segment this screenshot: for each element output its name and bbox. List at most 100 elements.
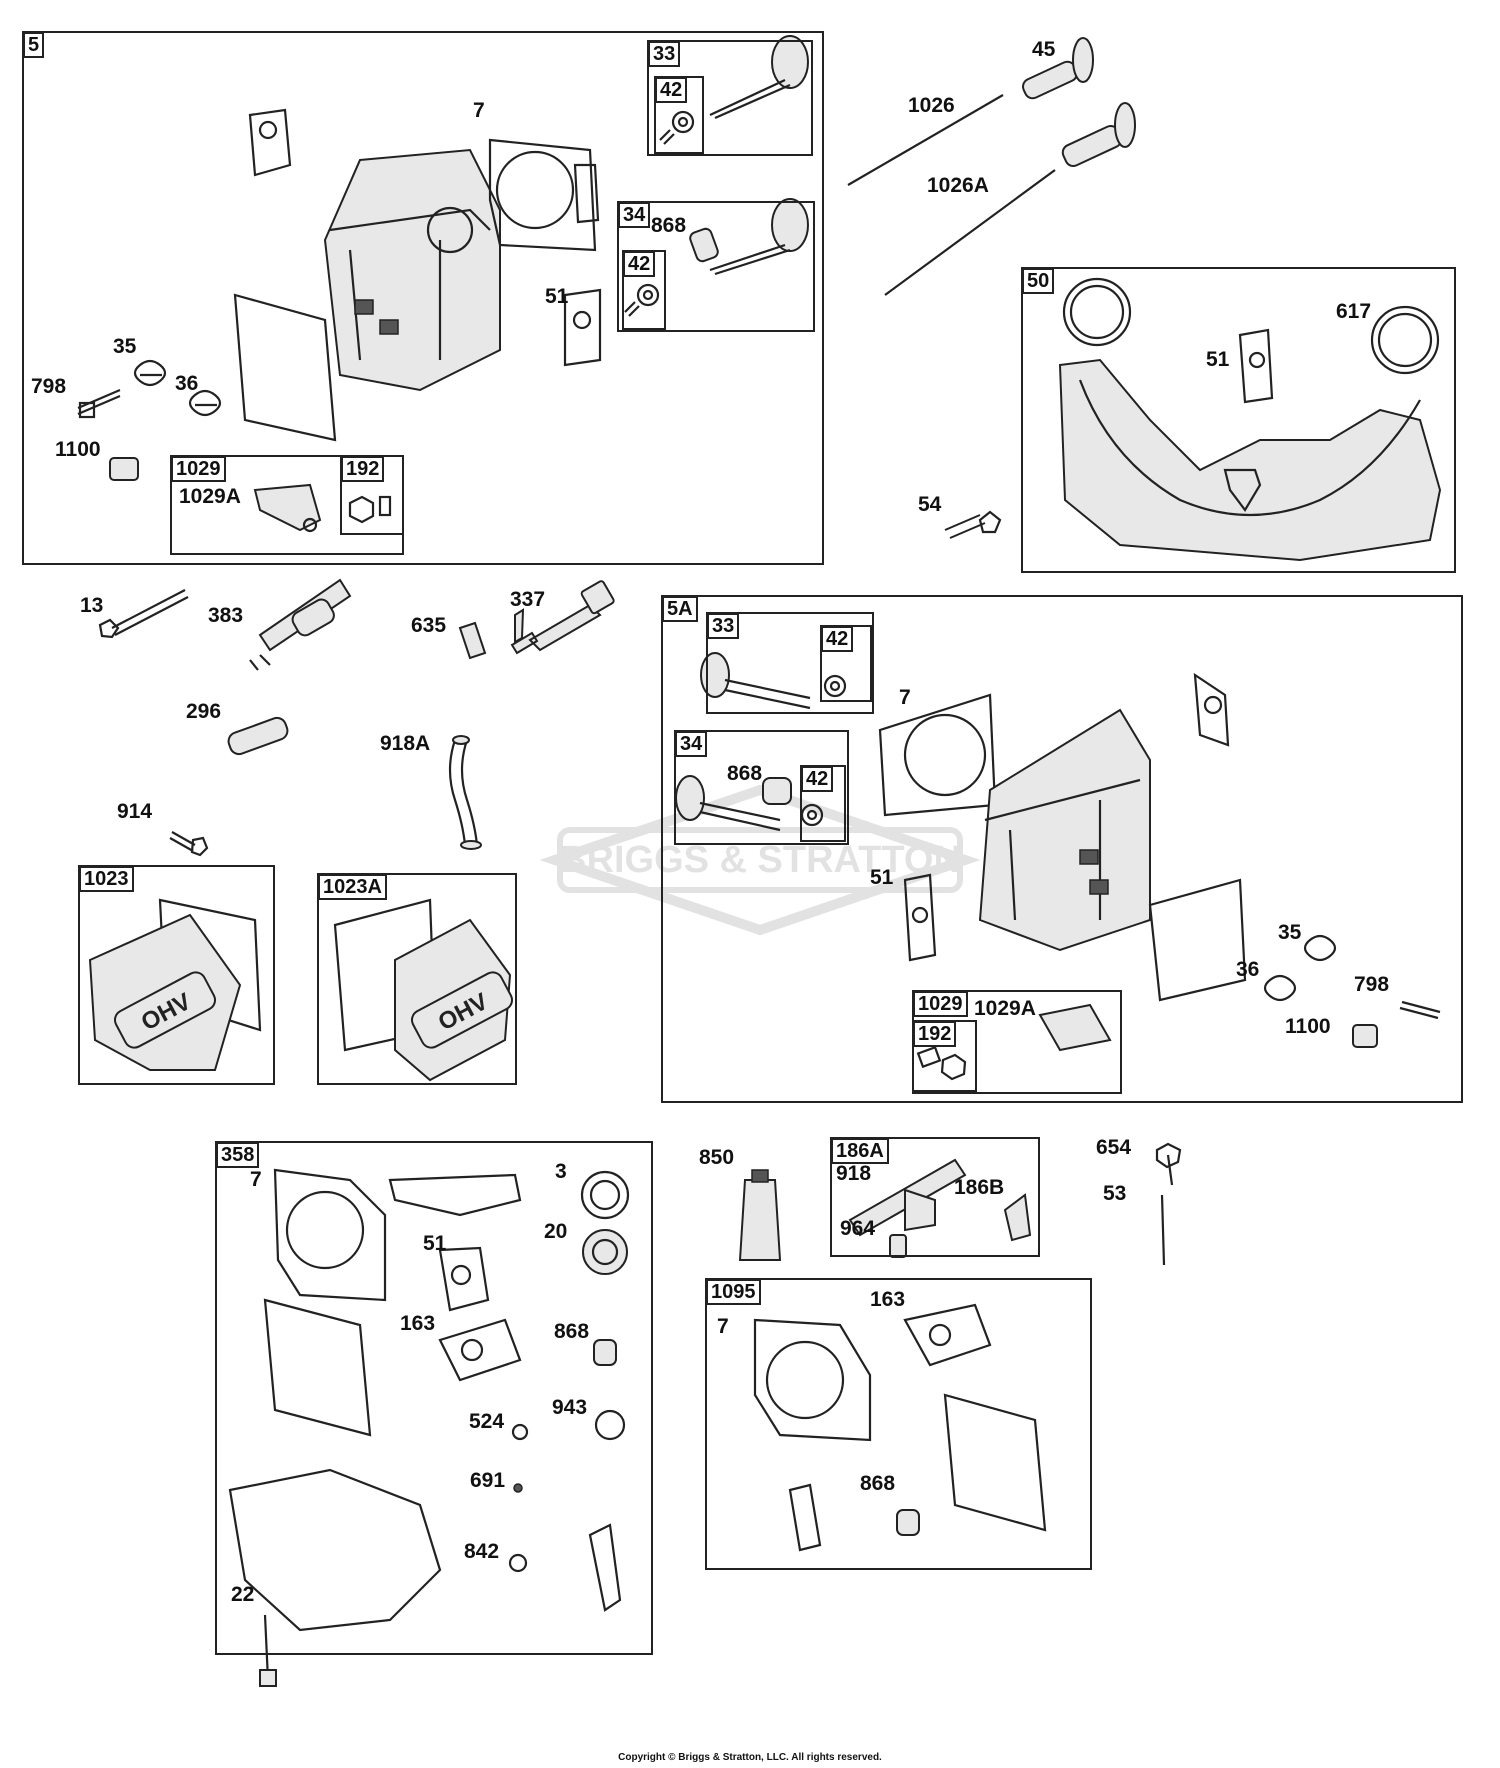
part-label: 337 <box>510 588 546 611</box>
group-tag-42: 42 <box>801 766 834 792</box>
part-label: 1026 <box>908 94 955 117</box>
part-label: 36 <box>175 372 199 395</box>
part-label: 691 <box>470 1469 506 1492</box>
copyright-notice: Copyright © Briggs & Stratton, LLC. All … <box>618 1752 882 1763</box>
part-label: 186B <box>954 1176 1005 1199</box>
group-tag-358: 358 <box>216 1142 260 1168</box>
part-label: 7 <box>473 99 485 122</box>
group-box-50: 50 <box>1021 267 1456 573</box>
part-label: 35 <box>1278 921 1302 944</box>
part-label: 13 <box>80 594 104 617</box>
breather-186A-drawing <box>848 1142 1182 1266</box>
group-tag-1023A: 1023A <box>318 874 387 900</box>
part-label: 35 <box>113 335 137 358</box>
part-label: 51 <box>545 285 569 308</box>
cylinder-head-5A-drawing <box>675 652 1441 1081</box>
part-label: 918A <box>380 732 431 755</box>
part-label: 51 <box>423 1232 447 1255</box>
group-tag-42: 42 <box>655 77 688 103</box>
group-box-358: 358 <box>215 1141 653 1655</box>
part-label: 1029A <box>179 485 241 508</box>
group-box-5A: 5A <box>661 595 1463 1103</box>
part-label: 296 <box>186 700 222 723</box>
part-label: 383 <box>208 604 244 627</box>
part-label: 1100 <box>1285 1015 1331 1038</box>
part-label: 7 <box>899 686 911 709</box>
group-tag-1029: 1029 <box>913 991 968 1017</box>
gasket-kit-1095-drawing <box>753 1303 1047 1552</box>
group-tag-5A: 5A <box>662 596 698 622</box>
valve-cover-1023A-drawing: OHV <box>333 898 514 1082</box>
group-box-1029-5A: 1029 <box>912 990 1122 1094</box>
group-box-34-top: 34 <box>617 201 815 332</box>
part-label: 54 <box>918 493 942 516</box>
part-label: 798 <box>31 375 67 398</box>
group-tag-42: 42 <box>623 251 656 277</box>
part-label: 51 <box>1206 348 1230 371</box>
part-label: 617 <box>1336 300 1372 323</box>
group-tag-1095: 1095 <box>706 1279 761 1305</box>
misc-parts-drawing <box>98 578 615 857</box>
group-tag-192: 192 <box>341 456 385 482</box>
part-label: 918 <box>836 1162 872 1185</box>
part-label: 1029A <box>974 997 1036 1020</box>
part-label: 914 <box>117 800 153 823</box>
valve-34-drawing <box>624 198 809 317</box>
group-box-186A: 186A <box>830 1137 1040 1257</box>
valve-33-drawing <box>659 35 809 145</box>
part-label: 798 <box>1354 973 1390 996</box>
part-label: 22 <box>231 1583 255 1606</box>
part-label: 868 <box>727 762 763 785</box>
group-box-1095: 1095 <box>705 1278 1092 1570</box>
part-label: 45 <box>1032 38 1056 61</box>
part-label: 163 <box>400 1312 436 1335</box>
part-label: 850 <box>699 1146 735 1169</box>
gasket-set-358-drawing <box>228 1168 630 1687</box>
part-label: 7 <box>250 1168 262 1191</box>
part-label: 3 <box>555 1160 567 1183</box>
group-box-42-5A-b: 42 <box>800 765 846 842</box>
group-tag-34: 34 <box>618 202 651 228</box>
group-box-42-5A-a: 42 <box>820 625 872 702</box>
group-box-42-top: 42 <box>654 76 704 154</box>
group-tag-1029: 1029 <box>171 456 226 482</box>
group-box-33-top: 33 <box>647 40 813 156</box>
part-label: 842 <box>464 1540 500 1563</box>
part-label: 964 <box>840 1217 876 1240</box>
part-label: 1026A <box>927 174 989 197</box>
part-label: 868 <box>554 1320 590 1343</box>
group-tag-5: 5 <box>23 32 45 58</box>
group-box-1023: 1023 <box>78 865 275 1085</box>
part-label: 943 <box>552 1396 588 1419</box>
group-tag-50: 50 <box>1022 268 1055 294</box>
group-tag-186A: 186A <box>831 1138 889 1164</box>
part-label: 20 <box>544 1220 568 1243</box>
part-label: 868 <box>651 214 687 237</box>
part-label: 524 <box>469 1410 505 1433</box>
pushrod-1026-drawing <box>847 37 1136 296</box>
brand-watermark: BRIGGS & STRATTON <box>539 784 981 936</box>
cylinder-head-5-drawing <box>77 108 602 533</box>
group-tag-42: 42 <box>821 626 854 652</box>
part-label: 53 <box>1103 1182 1127 1205</box>
valve-cover-1023-drawing: OHV <box>88 898 262 1071</box>
group-box-33-5A: 33 <box>706 612 874 714</box>
watermark-text: BRIGGS & STRATTON <box>559 839 961 881</box>
group-tag-33: 33 <box>648 41 681 67</box>
part-label: 635 <box>411 614 447 637</box>
sealant-850-drawing <box>738 1169 782 1261</box>
part-label: 51 <box>870 866 894 889</box>
part-label: 1100 <box>55 438 101 461</box>
group-box-42-second: 42 <box>622 250 666 330</box>
group-tag-34: 34 <box>675 731 708 757</box>
group-tag-1023: 1023 <box>79 866 134 892</box>
part-label: 654 <box>1096 1136 1132 1159</box>
part-label: 36 <box>1236 958 1260 981</box>
group-box-34-5A: 34 <box>674 730 849 845</box>
group-box-192-5A: 192 <box>912 1020 977 1092</box>
group-box-192-top: 192 <box>340 455 404 535</box>
part-label: 163 <box>870 1288 906 1311</box>
group-tag-192: 192 <box>913 1021 957 1047</box>
